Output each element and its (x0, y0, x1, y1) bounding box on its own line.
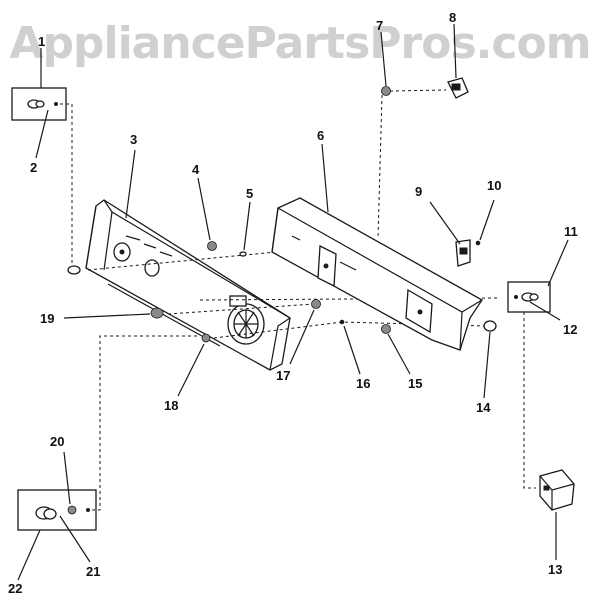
callout-2: 2 (30, 160, 37, 175)
callout-9: 9 (415, 184, 422, 199)
leader-4 (197, 177, 211, 241)
leader-10 (479, 199, 495, 241)
leader-8 (453, 23, 457, 79)
part-5-clip (239, 251, 247, 257)
callout-12: 12 (563, 322, 577, 337)
callout-22: 22 (8, 581, 22, 596)
part-1-box (11, 87, 67, 121)
part-10-screw (475, 240, 481, 246)
leader-22 (17, 529, 41, 581)
dashed-line-7b (377, 94, 383, 239)
leader-15 (387, 333, 411, 375)
leader-6 (321, 143, 329, 213)
part-11-box (507, 281, 551, 313)
leader-17 (289, 309, 315, 365)
part-22-box (17, 489, 97, 531)
part-15-nut (381, 324, 391, 334)
part-3-control-panel (85, 199, 291, 371)
callout-18: 18 (164, 398, 178, 413)
leader-5 (243, 201, 251, 251)
part-6-console-housing (271, 197, 483, 351)
dashed-line-22 (92, 335, 200, 511)
callout-8: 8 (449, 10, 456, 25)
part-18-nut (201, 333, 211, 343)
dashed-line-7 (389, 89, 447, 92)
callout-21: 21 (86, 564, 100, 579)
callout-1: 1 (38, 34, 45, 49)
dashed-line-1 (60, 103, 73, 265)
leader-18 (177, 343, 205, 397)
callout-20: 20 (50, 434, 64, 449)
watermark-text: AppliancePartsPros.com (9, 18, 590, 69)
leader-19 (63, 313, 151, 319)
callout-10: 10 (487, 178, 501, 193)
leader-14 (483, 331, 491, 399)
part-19-knob (150, 307, 164, 319)
part-7-nut (381, 86, 391, 96)
leader-16 (343, 325, 361, 375)
part-screw-left (67, 265, 81, 275)
leader-20 (63, 451, 71, 505)
leader-12 (529, 301, 561, 321)
callout-3: 3 (130, 132, 137, 147)
callout-4: 4 (192, 162, 200, 177)
callout-13: 13 (548, 562, 562, 577)
leader-21 (59, 515, 91, 563)
callout-14: 14 (476, 400, 491, 415)
callout-11: 11 (564, 224, 578, 239)
leader-3 (125, 149, 136, 219)
callout-7: 7 (376, 18, 383, 33)
part-9-bracket (455, 239, 471, 267)
part-8-switch (447, 77, 469, 99)
leader-7 (380, 31, 387, 87)
part-4-nut (207, 241, 217, 251)
leader-2 (35, 109, 49, 159)
callout-15: 15 (408, 376, 422, 391)
callout-17: 17 (276, 368, 290, 383)
part-13-switch-block (539, 469, 575, 511)
callout-6: 6 (317, 128, 324, 143)
dashed-line-4 (167, 303, 315, 315)
dashed-line-11 (523, 312, 536, 489)
part-16-screw (339, 319, 345, 325)
callout-16: 16 (356, 376, 370, 391)
callout-19: 19 (40, 311, 54, 326)
leader-9 (429, 201, 461, 245)
part-17-nut (311, 299, 321, 309)
leader-11 (547, 239, 569, 287)
part-14-screw (483, 320, 497, 332)
dashed-line-3 (199, 297, 501, 301)
callout-5: 5 (246, 186, 253, 201)
